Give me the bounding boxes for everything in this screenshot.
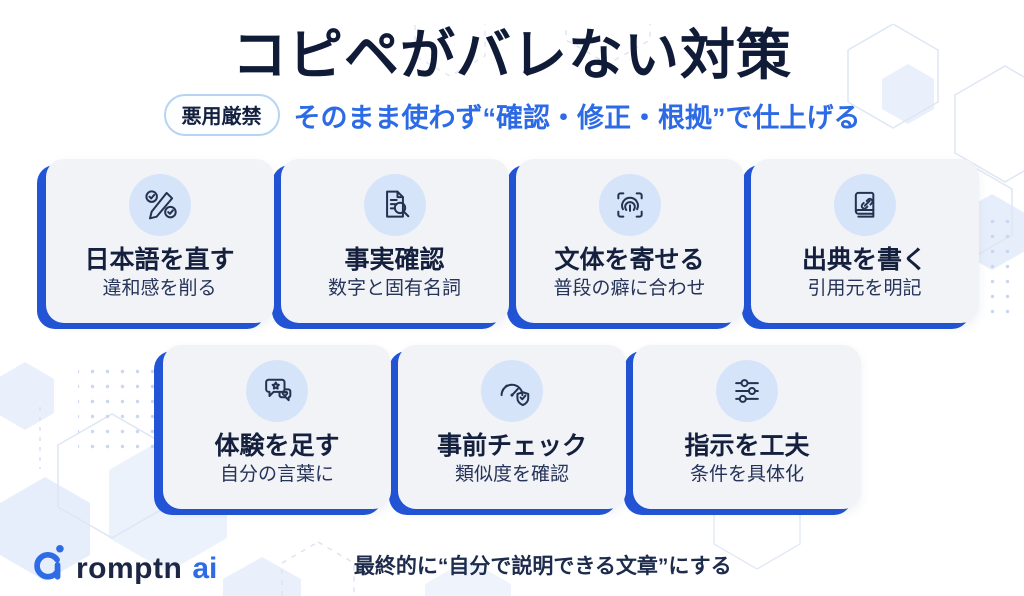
card-add-experience: 体験を足す 自分の言葉に <box>163 345 391 510</box>
card-subtitle: 類似度を確認 <box>454 464 569 486</box>
card-subtitle: 条件を具体化 <box>689 464 804 486</box>
card-match-style: 文体を寄せる 普段の癖に合わせ <box>515 159 744 324</box>
card-row-1: 日本語を直す 違和感を削る 事実確認 数字と固有名詞 <box>0 159 1024 324</box>
warning-badge: 悪用厳禁 <box>163 94 280 137</box>
card-title: 事実確認 <box>344 246 445 275</box>
brand-name: romptn <box>76 552 183 585</box>
card-title: 出典を書く <box>801 246 927 275</box>
page-title: コピペがバレない対策 <box>231 24 792 86</box>
edit-check-icon <box>128 174 191 237</box>
card-subtitle: 普段の癖に合わせ <box>553 278 706 300</box>
document-search-icon <box>363 174 426 237</box>
card-title: 文体を寄せる <box>554 246 705 275</box>
card-title: 指示を工夫 <box>684 432 810 461</box>
brand-suffix: ai <box>192 552 218 585</box>
card-subtitle: 違和感を削る <box>102 278 217 300</box>
card-title: 体験を足す <box>214 432 340 461</box>
card-cite-sources: 出典を書く 引用元を明記 <box>750 159 979 324</box>
chat-review-icon <box>246 360 308 423</box>
brand-logo-mark-icon <box>34 544 64 580</box>
card-subtitle: 自分の言葉に <box>219 464 334 486</box>
card-title: 事前チェック <box>436 432 587 461</box>
book-citation-icon <box>833 174 896 237</box>
card-fact-check: 事実確認 数字と固有名詞 <box>280 159 509 324</box>
card-subtitle: 数字と固有名詞 <box>327 278 461 300</box>
card-title: 日本語を直す <box>84 246 235 275</box>
brand-logo: romptn ai <box>30 542 217 584</box>
fingerprint-scan-icon <box>598 174 661 237</box>
footer: romptn ai 最終的に“自分で説明できる文章”にする <box>0 534 1024 596</box>
card-row-2: 体験を足す 自分の言葉に 事前チェック 類似度を確認 <box>0 345 1024 510</box>
card-fix-japanese: 日本語を直す 違和感を削る <box>45 159 274 324</box>
card-subtitle: 引用元を明記 <box>807 278 922 300</box>
footer-note: 最終的に“自分で説明できる文章”にする <box>353 555 732 578</box>
sliders-icon <box>716 360 778 423</box>
subtitle-row: 悪用厳禁 そのまま使わず“確認・修正・根拠”で仕上げる <box>0 94 1024 137</box>
card-refine-prompts: 指示を工夫 条件を具体化 <box>633 345 861 510</box>
page-subtitle: そのまま使わず“確認・修正・根拠”で仕上げる <box>293 102 861 133</box>
gauge-shield-icon <box>481 360 543 423</box>
card-pre-check: 事前チェック 類似度を確認 <box>398 345 626 510</box>
